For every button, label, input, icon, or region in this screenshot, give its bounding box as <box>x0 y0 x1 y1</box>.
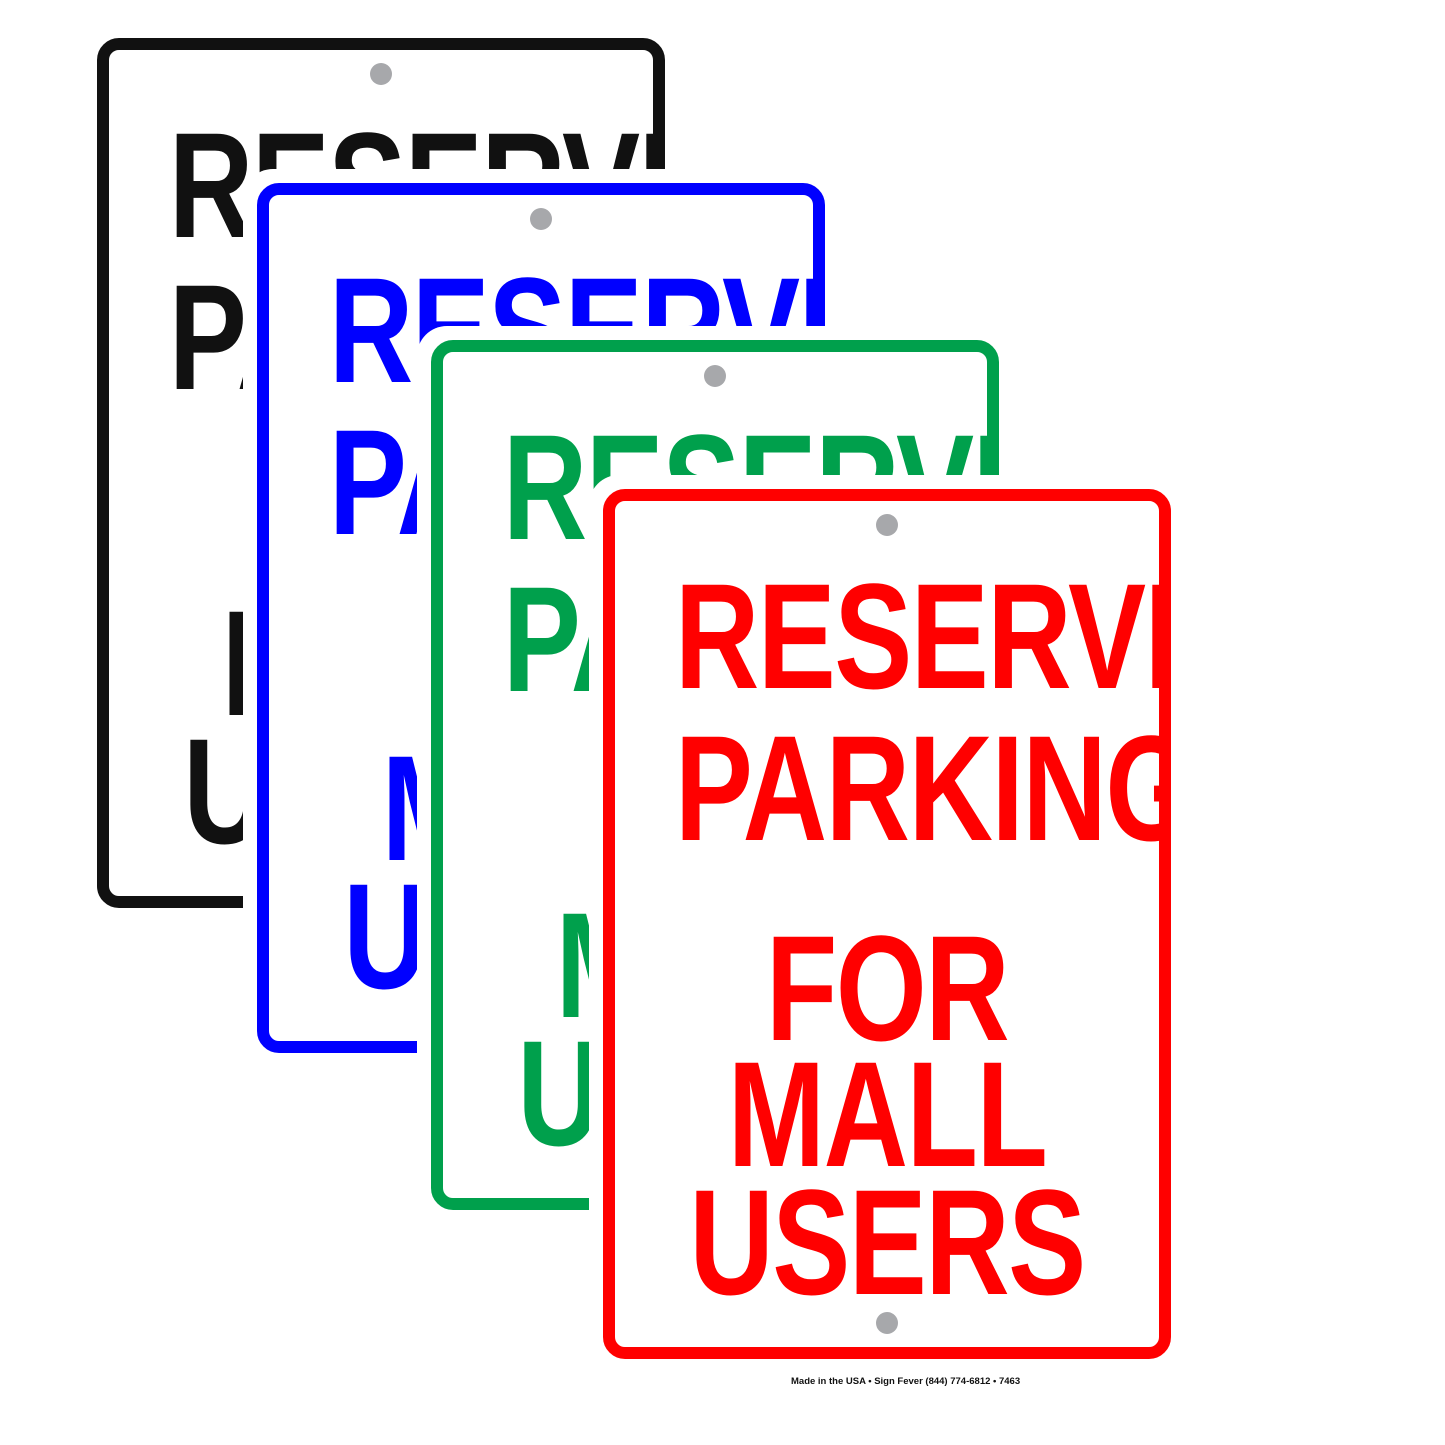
sign-text-users: USERS <box>689 1158 1086 1326</box>
mounting-hole-icon <box>704 365 726 387</box>
manufacturer-footer: Made in the USA • Sign Fever (844) 774-6… <box>791 1376 1021 1387</box>
sign-text-parking: PARKING <box>674 704 1171 872</box>
mounting-hole-icon <box>530 208 552 230</box>
sign-red-wrapper: RESERVED PARKING FOR MALL USERS <box>589 475 1185 1373</box>
sign-text-reserved: RESERVED <box>674 552 1159 720</box>
sign-text-for: FOR <box>765 904 1010 1072</box>
mounting-hole-icon <box>876 514 898 536</box>
mounting-hole-icon <box>876 1312 898 1334</box>
mounting-hole-icon <box>370 63 392 85</box>
sign-red: RESERVED PARKING FOR MALL USERS <box>603 489 1171 1359</box>
sign-text-mall: MALL <box>727 1030 1048 1198</box>
